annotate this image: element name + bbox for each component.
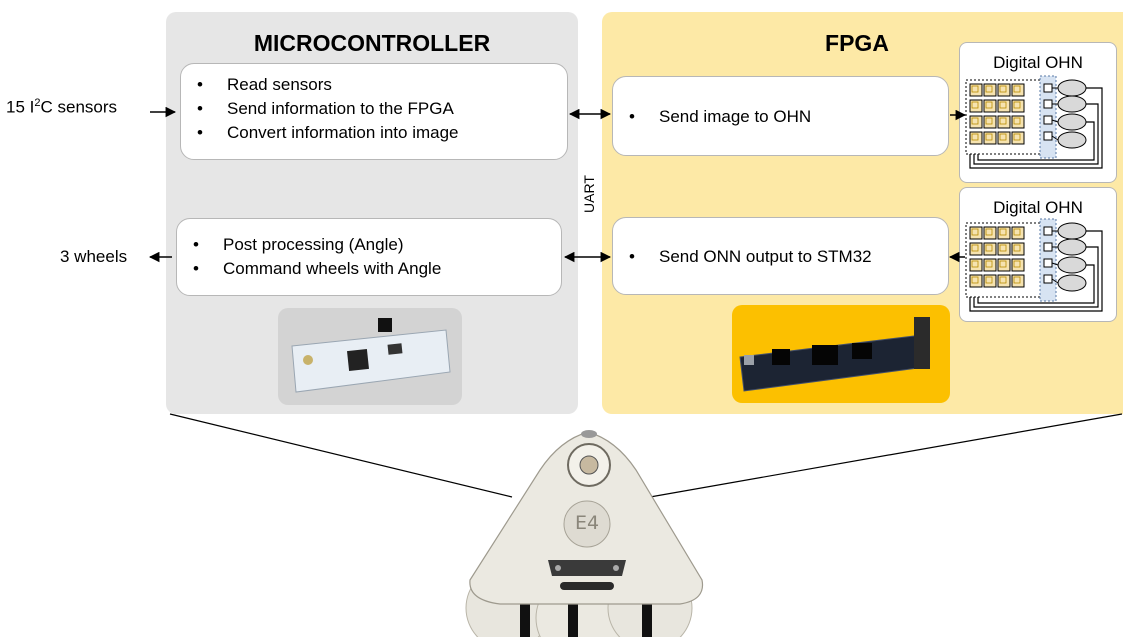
fpga-task-box-1: Send image to OHN (612, 76, 949, 156)
ohn-network-1 (965, 75, 1103, 169)
mcu-task-box-2: Post processing (Angle) Command wheels w… (176, 218, 562, 296)
mcu-task-item: Read sensors (181, 73, 567, 97)
fpga-title: FPGA (825, 30, 889, 56)
projection-line-left (169, 413, 513, 498)
mcu-task-item: Send information to the FPGA (181, 97, 567, 121)
robot-image (465, 430, 704, 637)
microcontroller-title: MICROCONTROLLER (253, 30, 491, 56)
wheels-label: 3 wheels (60, 247, 128, 266)
mcu-task-item: Post processing (Angle) (177, 233, 561, 257)
fpga-task-box-2: Send ONN output to STM32 (612, 217, 949, 295)
mcu-task-item: Command wheels with Angle (177, 257, 561, 281)
robot-badge: E4 (574, 512, 600, 534)
ohn-box-2: Digital OHN (959, 187, 1117, 322)
ohn-title: Digital OHN (993, 198, 1083, 217)
sensors-label: 15 I2C sensors (6, 97, 118, 117)
mcu-task-box-1: Read sensors Send information to the FPG… (180, 63, 568, 160)
fpga-board-image (732, 305, 950, 403)
mcu-task-item: Convert information into image (181, 121, 567, 145)
ohn-network-2 (965, 218, 1103, 312)
ohn-title: Digital OHN (993, 53, 1083, 72)
projection-line-right (649, 413, 1123, 498)
fpga-task-item: Send ONN output to STM32 (613, 245, 948, 269)
fpga-task-item: Send image to OHN (613, 105, 948, 129)
stm32-board-image (278, 308, 462, 405)
